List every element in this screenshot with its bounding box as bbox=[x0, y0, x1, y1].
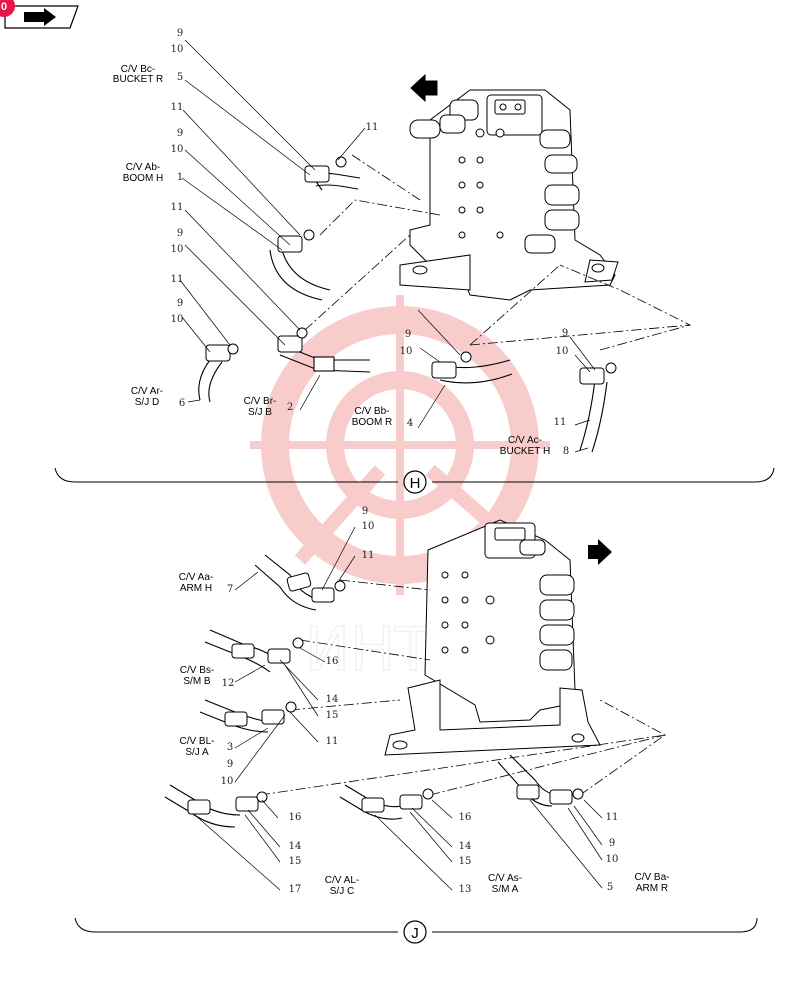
nav-button[interactable] bbox=[4, 5, 79, 29]
callout: 11 bbox=[171, 274, 184, 285]
label-br-2: S/J B bbox=[248, 407, 272, 418]
callout: 11 bbox=[362, 550, 375, 561]
callout: 12 bbox=[222, 678, 235, 689]
callout: 9 bbox=[405, 329, 411, 340]
callout: 14 bbox=[459, 841, 472, 852]
label-bb-1: C/V Bb- bbox=[354, 406, 389, 417]
label-al-1: C/V AL- bbox=[325, 875, 359, 886]
label-ar-1: C/V Ar- bbox=[131, 386, 163, 397]
label-ba-1: C/V Ba- bbox=[634, 872, 669, 883]
label-al-2: S/J C bbox=[330, 886, 354, 897]
callout: 3 bbox=[227, 742, 233, 753]
guide-lines-h bbox=[304, 154, 692, 351]
callout: 15 bbox=[459, 856, 472, 867]
callout: 4 bbox=[407, 418, 413, 429]
guide-lines-j bbox=[259, 579, 667, 796]
callout: 9 bbox=[362, 506, 368, 517]
callout: 10 bbox=[171, 144, 184, 155]
callout: 10 bbox=[606, 854, 619, 865]
watermark-text: ИНТ bbox=[305, 615, 432, 685]
callout: 9 bbox=[177, 28, 183, 39]
callout: 11 bbox=[171, 102, 184, 113]
part-labels: C/V Bc- BUCKET R C/V Ab- BOOM H C/V Ar- … bbox=[113, 64, 670, 897]
callout: 5 bbox=[177, 72, 183, 83]
callout: 14 bbox=[326, 694, 339, 705]
watermark: ИНТ bbox=[250, 295, 550, 686]
label-aa-2: ARM H bbox=[180, 583, 212, 594]
label-bb-2: BOOM R bbox=[352, 417, 393, 428]
callout: 14 bbox=[289, 841, 302, 852]
label-ac-1: C/V Ac- bbox=[508, 435, 542, 446]
arrow-left-icon bbox=[410, 73, 438, 103]
section-h-marker: H bbox=[403, 470, 427, 494]
callout: 10 bbox=[221, 776, 234, 787]
callout: 9 bbox=[562, 328, 568, 339]
callout: 5 bbox=[607, 882, 613, 893]
callout: 17 bbox=[289, 884, 302, 895]
callout: 11 bbox=[326, 736, 339, 747]
label-bc-1: C/V Bc- bbox=[121, 64, 155, 75]
label-bc-2: BUCKET R bbox=[113, 74, 163, 85]
label-aa-1: C/V Aa- bbox=[179, 572, 213, 583]
callout: 11 bbox=[606, 812, 619, 823]
callout: 2 bbox=[287, 402, 293, 413]
callout: 11 bbox=[366, 122, 379, 133]
callout: 1 bbox=[177, 172, 183, 183]
callout-numbers: 9 10 5 11 9 10 1 11 9 10 11 9 10 6 2 11 … bbox=[171, 28, 619, 895]
label-as-1: C/V As- bbox=[488, 873, 522, 884]
control-valve-bottom bbox=[384, 519, 601, 756]
label-ab-1: C/V Ab- bbox=[126, 162, 160, 173]
callout: 10 bbox=[171, 314, 184, 325]
label-ba-2: ARM R bbox=[636, 883, 668, 894]
callout: 15 bbox=[326, 710, 339, 721]
callout: 16 bbox=[459, 812, 472, 823]
callout: 9 bbox=[177, 298, 183, 309]
callout: 13 bbox=[459, 884, 472, 895]
page-badge-text: 0 bbox=[1, 1, 7, 13]
arrow-right-icon bbox=[24, 8, 56, 26]
section-j-marker: J bbox=[403, 920, 427, 944]
callout: 10 bbox=[171, 44, 184, 55]
control-valve-top bbox=[399, 89, 619, 301]
section-h-label: H bbox=[410, 475, 421, 492]
label-bl-2: S/J A bbox=[185, 747, 209, 758]
callout: 16 bbox=[289, 812, 302, 823]
label-ar-2: S/J D bbox=[135, 397, 159, 408]
callout: 9 bbox=[227, 759, 233, 770]
callout: 9 bbox=[177, 228, 183, 239]
callout: 10 bbox=[400, 346, 413, 357]
callout: 9 bbox=[177, 128, 183, 139]
callout: 16 bbox=[326, 656, 339, 667]
label-as-2: S/M A bbox=[492, 884, 519, 895]
leaders-h bbox=[179, 39, 596, 453]
label-bs-1: C/V Bs- bbox=[180, 665, 214, 676]
callout: 8 bbox=[563, 446, 569, 457]
section-j-label: J bbox=[411, 925, 419, 942]
leaders-j bbox=[194, 526, 603, 891]
page-badge: 0 bbox=[0, 0, 15, 17]
callout: 10 bbox=[171, 244, 184, 255]
callout: 9 bbox=[609, 838, 615, 849]
label-bs-2: S/M B bbox=[183, 676, 211, 687]
section-j-bracket bbox=[74, 917, 758, 933]
label-ac-2: BUCKET H bbox=[500, 446, 550, 457]
callout: 11 bbox=[171, 202, 184, 213]
label-bl-1: C/V BL- bbox=[179, 736, 214, 747]
arrow-right-icon bbox=[588, 539, 612, 565]
callout: 10 bbox=[362, 521, 375, 532]
flanges-j bbox=[187, 572, 584, 815]
callout: 11 bbox=[554, 417, 567, 428]
callout: 7 bbox=[227, 584, 233, 595]
label-br-1: C/V Br- bbox=[244, 396, 277, 407]
label-ab-2: BOOM H bbox=[123, 173, 164, 184]
section-h-bracket bbox=[54, 467, 775, 483]
callout: 6 bbox=[179, 398, 185, 409]
flanges-h bbox=[205, 156, 617, 385]
callout: 15 bbox=[289, 856, 302, 867]
callout: 10 bbox=[556, 346, 569, 357]
